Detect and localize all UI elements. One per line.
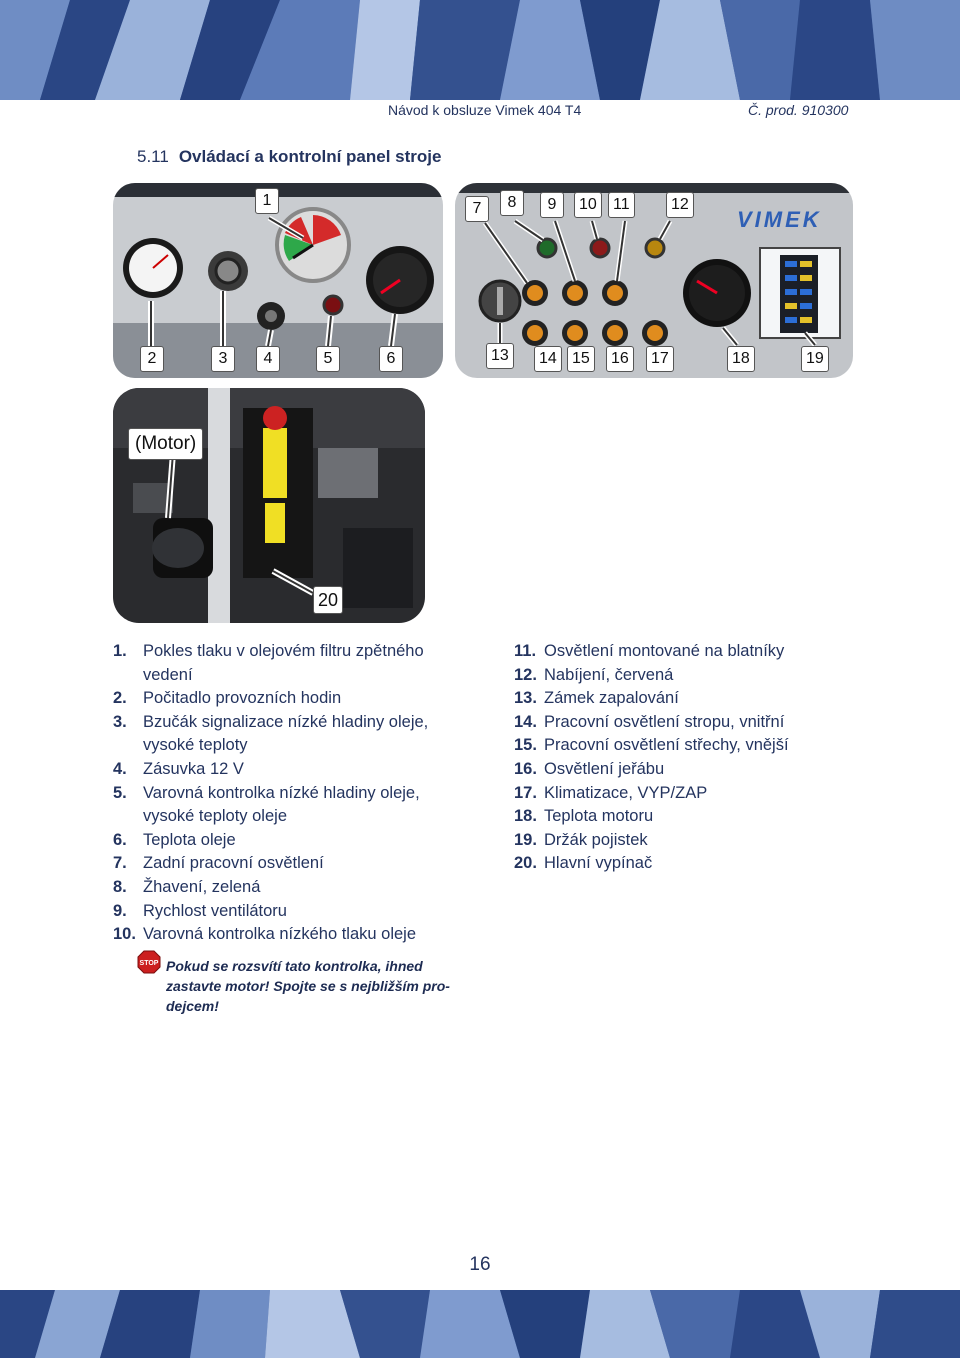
- svg-text:STOP: STOP: [140, 960, 159, 967]
- section-number: 5.11: [137, 147, 169, 166]
- callout-4: 4: [256, 346, 280, 372]
- list-item: 8.Žhavení, zelená: [113, 877, 261, 896]
- stop-icon: STOP: [137, 950, 161, 974]
- callout-1: 1: [255, 188, 279, 214]
- section-heading: 5.11 Ovládací a kontrolní panel stroje: [137, 147, 441, 167]
- callout-7: 7: [465, 196, 489, 222]
- warning-text: Pokud se rozsvítí tato kontrolka, ihned …: [166, 958, 450, 1014]
- list-item: 14.Pracovní osvětlení stropu, vnitřní: [514, 712, 785, 731]
- legend-list-right: 11.Osvětlení montované na blatníky 12.Na…: [514, 640, 844, 876]
- callout-17: 17: [646, 346, 674, 372]
- legend-list-left: 1.Pokles tlaku v olejovém filtru zpětnéh…: [113, 640, 473, 947]
- list-item: 12.Nabíjení, červená: [514, 665, 674, 684]
- list-item: 19.Držák pojistek: [514, 830, 648, 849]
- photo-motor: [113, 388, 425, 623]
- list-item: 20.Hlavní vypínač: [514, 854, 653, 873]
- brand-label: VIMEK: [737, 207, 822, 232]
- callout-18: 18: [727, 346, 755, 372]
- list-item: 4.Zásuvka 12 V: [113, 759, 244, 778]
- callout-13: 13: [486, 343, 514, 369]
- list-item: 9.Rychlost ventilátoru: [113, 901, 287, 920]
- list-item: 10.Varovná kontrolka nízkého tlaku oleje: [113, 925, 417, 944]
- header-decor-band: [0, 0, 960, 100]
- footer-decor-band: [0, 1290, 960, 1358]
- callout-14: 14: [534, 346, 562, 372]
- list-item: 16.Osvětlení jeřábu: [514, 759, 665, 778]
- callout-3: 3: [211, 346, 235, 372]
- list-item: 13.Zámek zapalování: [514, 689, 679, 708]
- list-item: 17.Klimatizace, VYP/ZAP: [514, 783, 708, 802]
- list-item: 5.Varovná kontrolka nízké hladiny oleje,…: [113, 783, 420, 826]
- callout-9: 9: [540, 192, 564, 218]
- page-number: 16: [469, 1254, 491, 1275]
- list-item: 18.Teplota motoru: [514, 807, 654, 826]
- list-item: 1.Pokles tlaku v olejovém filtru zpětnéh…: [113, 642, 424, 684]
- section-title: Ovládací a kontrolní panel stroje: [178, 147, 442, 166]
- list-item: 2.Počitadlo provozních hodin: [113, 689, 342, 708]
- document-title: Návod k obsluze Vimek 404 T4: [388, 102, 582, 118]
- callout-8: 8: [500, 190, 524, 216]
- callout-10: 10: [574, 192, 602, 218]
- list-item: 3.Bzučák signalizace nízké hladiny oleje…: [113, 712, 429, 755]
- list-item: 15.Pracovní osvětlení střechy, vnější: [514, 736, 789, 755]
- callout-motor: (Motor): [128, 428, 204, 460]
- list-item: 11.Osvětlení montované na blatníky: [514, 642, 785, 660]
- callout-16: 16: [606, 346, 634, 372]
- callout-5: 5: [316, 346, 340, 372]
- list-item: 7.Zadní pracovní osvětlení: [113, 854, 324, 873]
- callout-12: 12: [666, 192, 694, 218]
- callout-2: 2: [140, 346, 164, 372]
- callout-15: 15: [567, 346, 595, 372]
- product-number: Č. prod. 910300: [748, 102, 849, 118]
- callout-19: 19: [801, 346, 829, 372]
- callout-6: 6: [379, 346, 403, 372]
- callout-20: 20: [313, 586, 344, 614]
- callout-11: 11: [608, 192, 635, 218]
- page-header: Návod k obsluze Vimek 404 T4 Č. prod. 91…: [0, 100, 960, 122]
- list-item: 6.Teplota oleje: [113, 830, 236, 849]
